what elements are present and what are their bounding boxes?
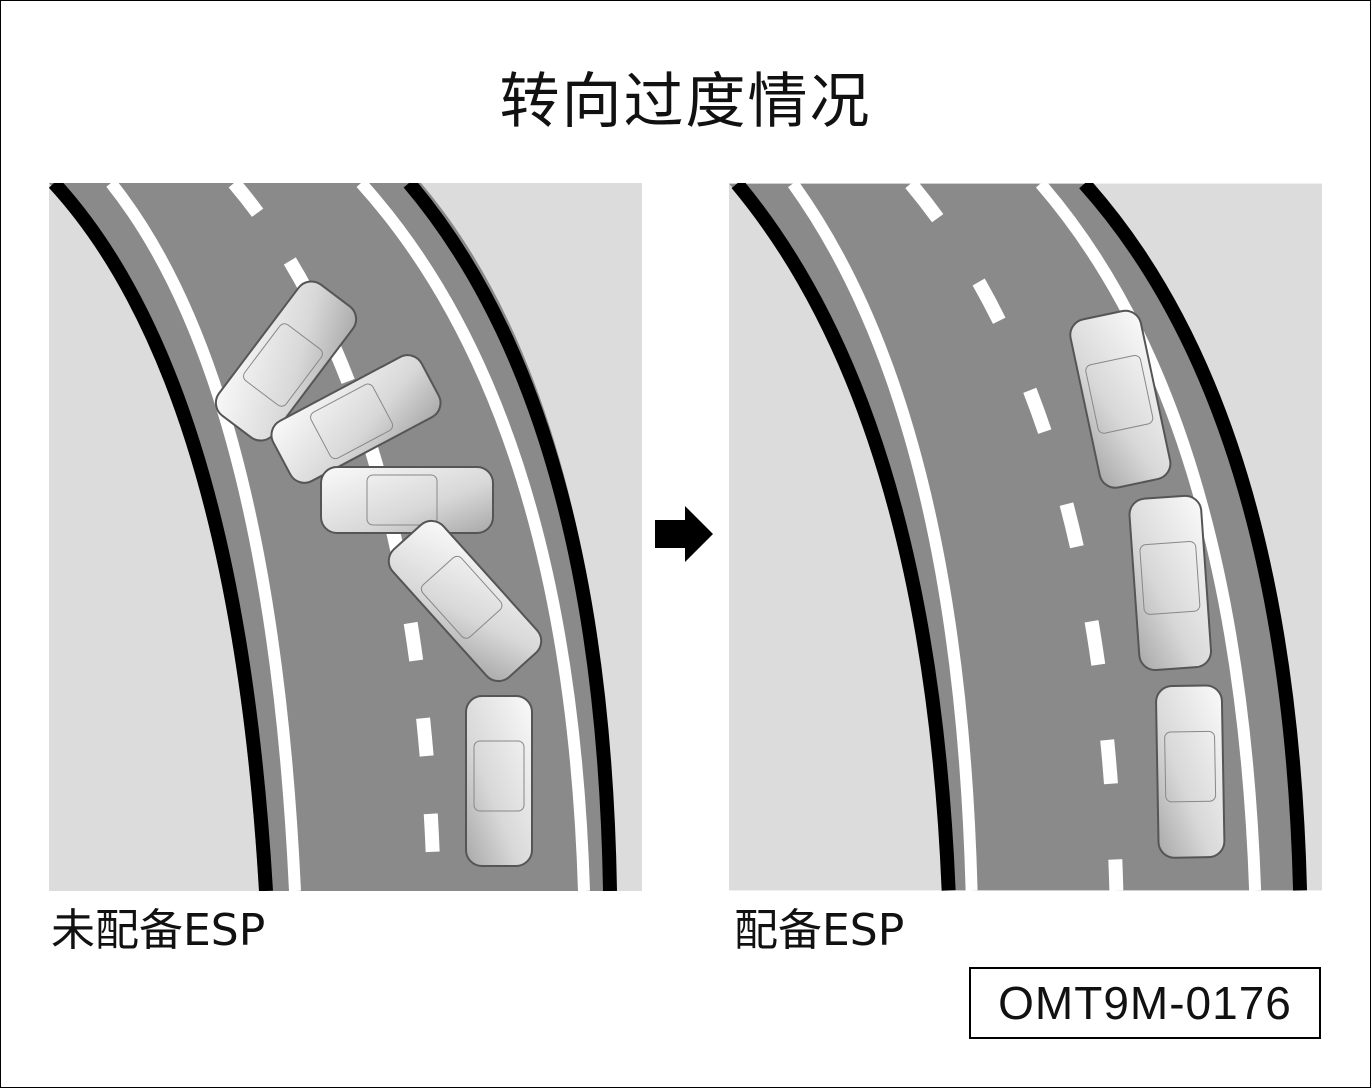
label-with-esp: 配备ESP [734, 905, 905, 956]
right-arrow-icon [655, 506, 713, 562]
car [1069, 309, 1172, 489]
center-dashed-line [905, 183, 1124, 891]
label-without-esp: 未配备ESP [51, 905, 266, 956]
car [214, 280, 358, 442]
car [320, 466, 494, 534]
car [387, 519, 543, 683]
car [465, 695, 533, 867]
figure-title: 转向过度情况 [499, 67, 872, 137]
car [270, 354, 442, 484]
car [1155, 684, 1226, 859]
figure-code: OMT9M-0176 [969, 967, 1321, 1039]
car [1128, 494, 1213, 671]
panel-without-esp [49, 183, 642, 891]
panel-with-esp [729, 183, 1322, 891]
